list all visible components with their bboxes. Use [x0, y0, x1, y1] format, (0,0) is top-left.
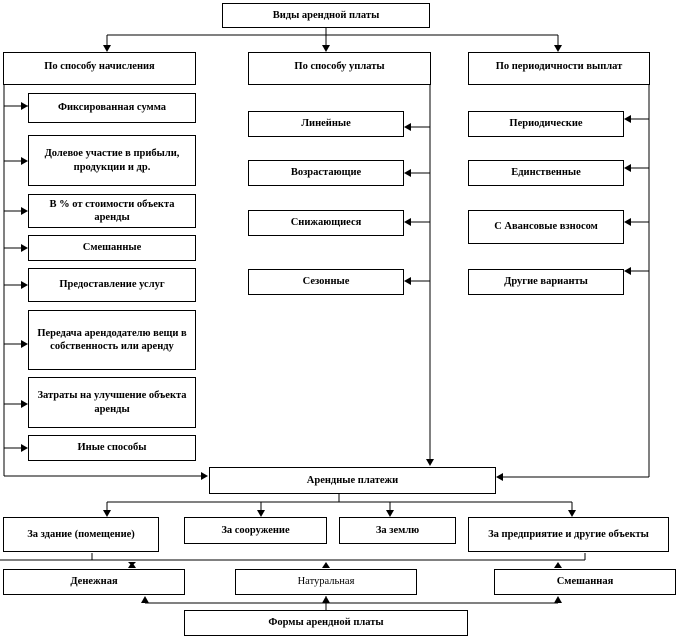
accrual-item: Предоставление услуг: [28, 268, 196, 302]
category-title: По способу уплаты: [294, 61, 385, 72]
item-label: Возрастающие: [290, 167, 362, 179]
item-label: Передача арендодателю вещи в собственнос…: [37, 327, 187, 352]
object-box: За землю: [339, 517, 456, 544]
accrual-item: Смешанные: [28, 235, 196, 261]
item-label: Предоставление услуг: [59, 279, 165, 291]
forms-root-box: Формы арендной платы: [184, 610, 468, 636]
category-title: По способу начисления: [44, 61, 155, 72]
payments-title: Арендные платежи: [306, 474, 399, 486]
payment-method-item: Возрастающие: [248, 160, 404, 186]
item-label: Иные способы: [77, 442, 147, 454]
item-label: Линейные: [301, 118, 351, 130]
object-label: За предприятие и другие объекты: [488, 528, 649, 540]
form-label: Денежная: [70, 576, 118, 588]
periodicity-item: Единственные: [468, 160, 624, 186]
accrual-item: Затраты на улучшение объекта аренды: [28, 377, 196, 428]
item-label: Единственные: [511, 167, 581, 179]
item-label: Другие варианты: [504, 276, 588, 288]
category-box-payment-method: По способу уплаты: [248, 52, 431, 85]
item-label: Смешанные: [82, 242, 142, 254]
item-label: Фиксированная сумма: [57, 102, 167, 114]
form-label: Натуральная: [297, 576, 355, 588]
accrual-item: Передача арендодателю вещи в собственнос…: [28, 310, 196, 370]
item-label: Периодические: [509, 118, 583, 130]
accrual-item: В % от стоимости объекта аренды: [28, 194, 196, 228]
object-box: За предприятие и другие объекты: [468, 517, 669, 552]
payment-method-item: Снижающиеся: [248, 210, 404, 236]
forms-title: Формы арендной платы: [268, 617, 384, 629]
form-box: Смешанная: [494, 569, 676, 595]
accrual-item: Иные способы: [28, 435, 196, 461]
item-label: В % от стоимости объекта аренды: [49, 198, 175, 223]
payment-method-item: Линейные: [248, 111, 404, 137]
object-label: За здание (помещение): [27, 528, 135, 540]
item-label: Снижающиеся: [290, 217, 362, 229]
periodicity-item: С Авансовые взносом: [468, 210, 624, 244]
form-box: Денежная: [3, 569, 185, 595]
accrual-item: Долевое участие в прибыли, продукции и д…: [28, 135, 196, 186]
category-box-periodicity: По периодичности выплат: [468, 52, 650, 85]
item-label: Долевое участие в прибыли, продукции и д…: [44, 148, 180, 173]
form-box: Натуральная: [235, 569, 417, 595]
object-label: За землю: [375, 524, 420, 536]
category-title: По периодичности выплат: [495, 61, 623, 72]
category-box-accrual: По способу начисления: [3, 52, 196, 85]
payment-method-item: Сезонные: [248, 269, 404, 295]
object-box: За сооружение: [184, 517, 327, 544]
form-label: Смешанная: [556, 576, 614, 588]
item-label: Сезонные: [302, 276, 350, 288]
object-label: За сооружение: [221, 524, 290, 536]
periodicity-item: Периодические: [468, 111, 624, 137]
item-label: Затраты на улучшение объекта аренды: [37, 390, 187, 415]
periodicity-item: Другие варианты: [468, 269, 624, 295]
payments-box: Арендные платежи: [209, 467, 496, 494]
root-title: Виды арендной платы: [272, 9, 380, 21]
root-box: Виды арендной платы: [222, 3, 430, 28]
item-label: С Авансовые взносом: [494, 221, 598, 233]
accrual-item: Фиксированная сумма: [28, 93, 196, 123]
object-box: За здание (помещение): [3, 517, 159, 552]
